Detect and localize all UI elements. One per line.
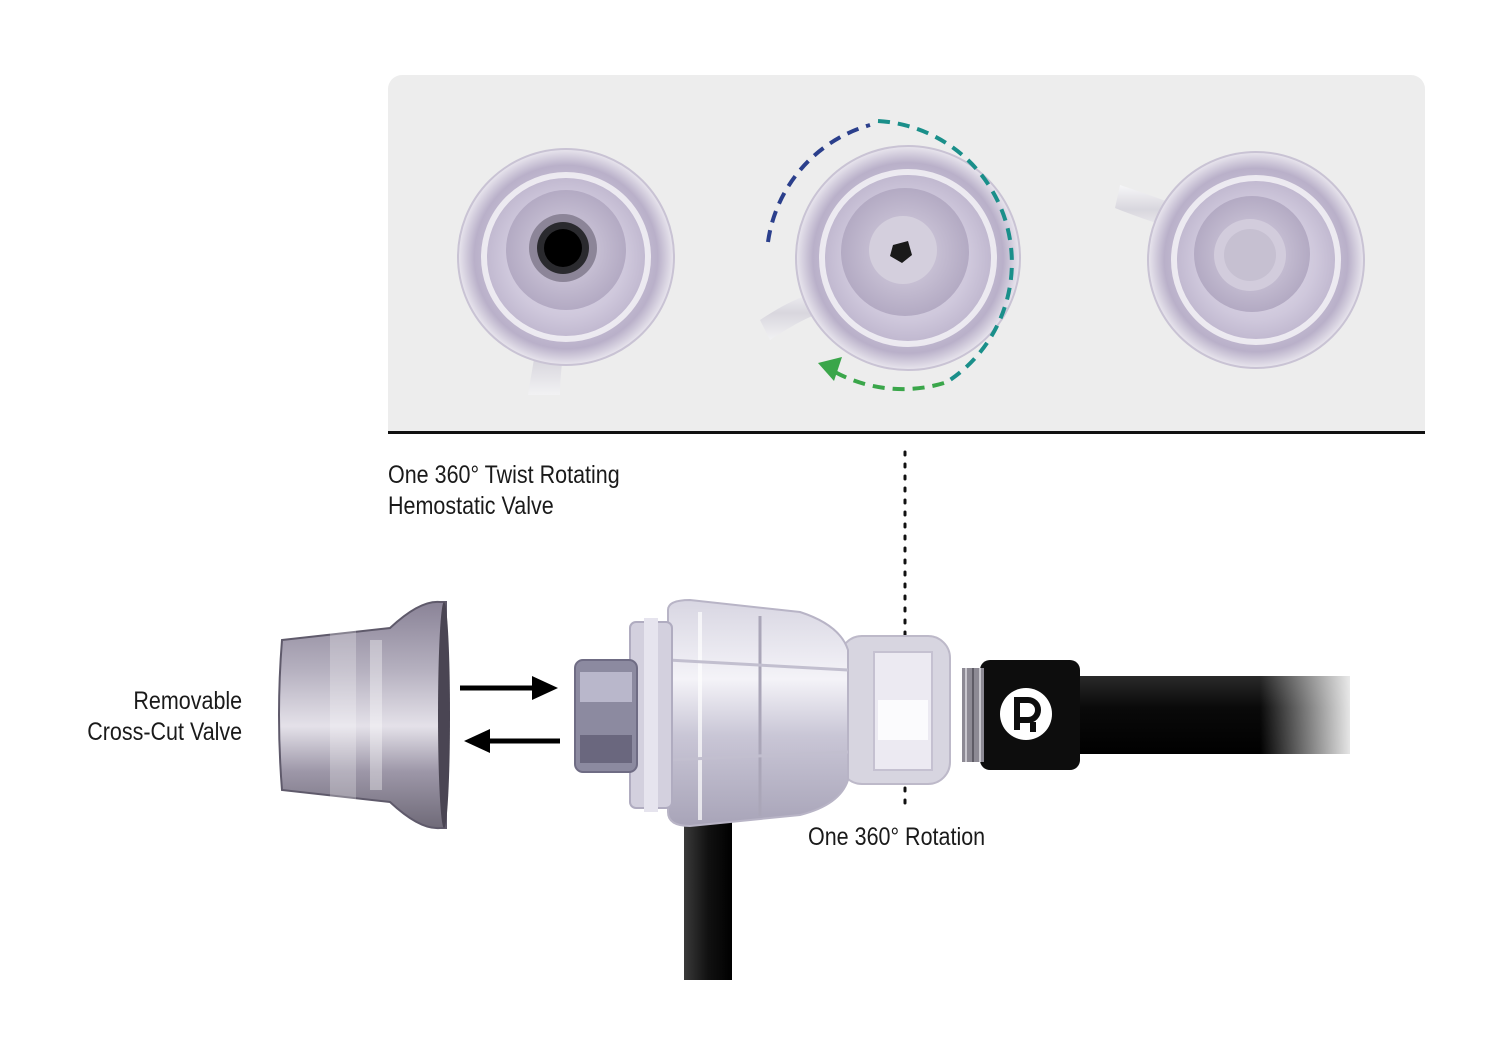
valve-rotating-view (760, 119, 1021, 392)
hemostatic-valve-body (574, 598, 849, 828)
rotation-arrowhead-icon (818, 357, 842, 381)
rotation-arc-blue (766, 123, 871, 243)
cross-cut-valve-cap (278, 600, 450, 830)
rotating-connector (839, 635, 951, 785)
valve-open-view (457, 148, 675, 395)
twist-valve-label-line1: One 360° Twist Rotating (388, 461, 620, 489)
valve-closed-view (1115, 151, 1365, 369)
panel-divider (388, 431, 1425, 434)
cross-cut-valve-label-line2: Cross-Cut Valve (87, 718, 242, 746)
cross-cut-valve-label-line1: Removable (133, 687, 242, 715)
rotation-arc-teal (877, 119, 1014, 382)
brand-logo-icon (1000, 688, 1052, 740)
rotation-label-text: One 360° Rotation (808, 823, 986, 851)
rotation-arc-green (834, 370, 945, 392)
arrow-right-icon (460, 676, 558, 700)
arrow-left-icon (464, 729, 560, 753)
side-tube (684, 810, 732, 980)
rotation-label: One 360° Rotation (808, 822, 985, 853)
twist-valve-label: One 360° Twist Rotating Hemostatic Valve (388, 460, 620, 522)
twist-valve-label-line2: Hemostatic Valve (388, 492, 554, 520)
cross-cut-valve-label: Removable Cross-Cut Valve (87, 686, 242, 748)
